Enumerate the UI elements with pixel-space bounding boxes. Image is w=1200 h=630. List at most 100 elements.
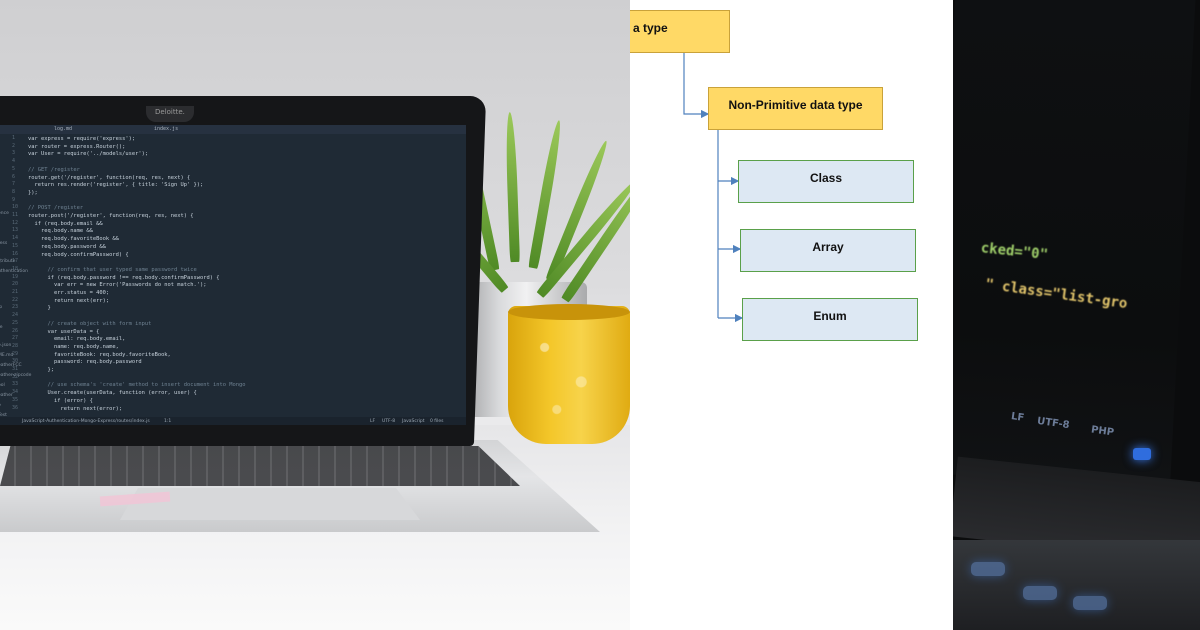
data-type-diagram: a type Non-Primitive data type Class Arr…	[630, 0, 953, 630]
yellow-mug	[508, 306, 630, 444]
code-line: return res.render('register', { title: '…	[28, 182, 204, 189]
line-number: 12	[12, 219, 19, 226]
code-line: });	[28, 189, 38, 196]
status-file-path: JavaScript-Authentication-Mongo-Express/…	[22, 419, 150, 424]
code-line: User.create(userData, function (error, u…	[28, 390, 197, 397]
line-number: 34	[12, 389, 19, 396]
code-line: };	[28, 367, 54, 373]
line-number: 30	[12, 358, 19, 365]
node-class: Class	[738, 160, 914, 203]
status-cursor-pos: 1:1	[164, 419, 172, 424]
line-number: 8	[12, 188, 16, 195]
laptop-brand-label: Deloitte.	[155, 108, 185, 116]
file-tree-item[interactable]: ME.md	[0, 353, 14, 358]
node-array: Array	[740, 229, 916, 272]
code-line: var err = new Error('Passwords do not ma…	[28, 282, 207, 289]
dark-laptop-photo: cked="0" " class="list-gro LF UTF-8 PHP	[953, 0, 1200, 630]
file-tree-item[interactable]: re	[0, 325, 3, 330]
code-line: // use schema's 'create' method to inser…	[28, 382, 246, 389]
line-number: 24	[12, 312, 19, 319]
code-line: var router = express.Router();	[28, 143, 126, 150]
file-tree-item[interactable]: o	[0, 403, 1, 408]
code-line: router.post('/register', function(req, r…	[28, 213, 194, 219]
node-data-type-label: a type	[633, 21, 668, 35]
laptop-trackpad	[120, 488, 420, 520]
line-number: 4	[12, 158, 16, 165]
code-line: var User = require('../models/user');	[28, 151, 149, 158]
file-tree-item[interactable]: Test	[0, 413, 7, 418]
file-tree-item[interactable]: eather-zipcode	[0, 373, 32, 378]
code-line: var userData = {	[28, 328, 100, 335]
editor-tab: index.js	[154, 126, 179, 132]
status-files: 0 files	[430, 419, 444, 424]
webcam-notch	[146, 106, 194, 122]
file-tree: ence ress _tribute uthentication jp re e.jsonM…	[0, 135, 31, 418]
line-number: 10	[12, 204, 19, 211]
code-line: }	[28, 305, 51, 312]
line-number: 1	[12, 135, 16, 141]
line-number: 7	[12, 181, 16, 188]
code-line: if (req.body.password !== req.body.confi…	[28, 274, 220, 281]
file-tree-item[interactable]: ence	[0, 211, 9, 216]
code-line: email: req.body.email,	[28, 336, 126, 343]
file-tree-item[interactable]: eatherFCC	[0, 363, 22, 368]
node-enum-label: Enum	[813, 309, 847, 323]
line-number: 23	[12, 304, 19, 311]
line-number: 32	[12, 373, 19, 380]
file-tree-item[interactable]: uthentication	[0, 269, 28, 274]
status-encoding: UTF-8	[382, 419, 396, 424]
code-line: favoriteBook: req.body.favoriteBook,	[28, 351, 171, 358]
line-number: 16	[12, 250, 19, 257]
line-number: 28	[12, 342, 19, 349]
line-number: 19	[12, 273, 19, 280]
rp-status-lf: LF	[1010, 411, 1025, 424]
code-line: err.status = 400;	[28, 290, 110, 296]
line-number: 31	[12, 366, 19, 372]
code-line: // POST /register	[28, 205, 84, 212]
line-number: 33	[12, 381, 19, 388]
line-number: 29	[12, 350, 19, 357]
line-number: 26	[12, 327, 19, 334]
editor-tab: log.md	[54, 126, 73, 132]
code-editor-screen: log.md index.js ence ress _tribute uthentic…	[0, 125, 466, 425]
node-data-type: a type	[630, 10, 730, 53]
laptop-photo: Deloitte. log.md index.js ence ress _tribu…	[0, 0, 630, 630]
line-number: 27	[12, 335, 19, 342]
node-non-primitive-label: Non-Primitive data type	[728, 98, 863, 112]
line-number: 21	[12, 289, 19, 295]
line-number: 36	[12, 404, 19, 411]
line-number: 25	[12, 319, 19, 326]
connector-parent-to-child	[683, 53, 710, 119]
code-line: password: req.body.password	[28, 359, 142, 366]
laptop-keyboard	[0, 446, 520, 486]
backlit-key	[1023, 586, 1057, 600]
file-tree-item[interactable]: ool	[0, 383, 5, 388]
file-tree-item[interactable]: jp	[0, 305, 3, 310]
code-line: return next(error);	[28, 405, 123, 412]
backlit-key	[971, 562, 1005, 576]
diagram-connectors	[683, 53, 744, 323]
backlit-key	[1073, 596, 1107, 610]
file-tree-item[interactable]: eather	[0, 393, 13, 398]
code-line: // create object with form input	[28, 320, 152, 327]
code-line: if (req.body.email &&	[28, 220, 103, 227]
line-number: 11	[12, 212, 19, 218]
node-non-primitive: Non-Primitive data type	[708, 87, 883, 130]
file-tree-item[interactable]: e.json	[0, 343, 12, 348]
line-number: 15	[12, 242, 19, 249]
line-number: 5	[12, 165, 16, 172]
code-line: router.get('/register', function(req, re…	[28, 174, 191, 181]
status-language: JavaScript	[402, 419, 425, 424]
status-indicator-light	[1133, 448, 1151, 460]
code-line: // GET /register	[28, 166, 80, 173]
file-tree-item[interactable]: ress	[0, 241, 8, 246]
line-number: 2	[12, 142, 16, 149]
file-tree-item[interactable]: _tribute	[0, 259, 16, 264]
editor-tabbar: log.md index.js	[0, 125, 466, 134]
code-line: req.body.password &&	[28, 243, 106, 250]
line-number: 22	[12, 296, 19, 303]
code-line: req.body.confirmPassword) {	[28, 251, 129, 258]
line-number: 3	[12, 150, 16, 157]
node-array-label: Array	[812, 240, 844, 254]
editor-statusbar: JavaScript-Authentication-Mongo-Express/…	[0, 417, 466, 425]
